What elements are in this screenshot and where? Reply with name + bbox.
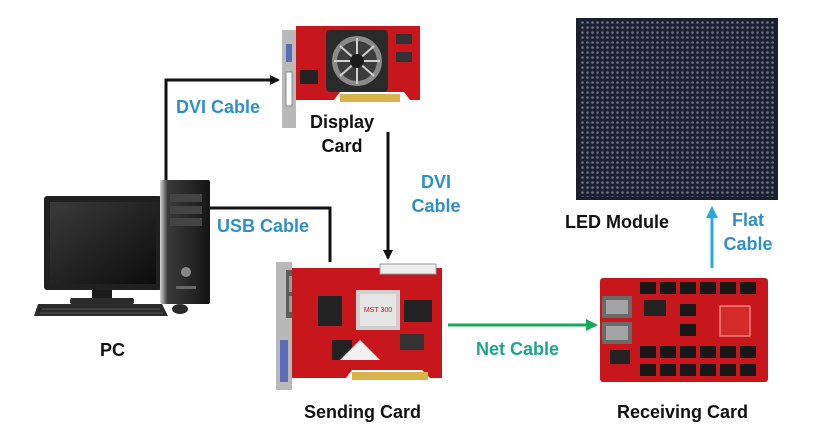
label-pc-to-display-cable: DVI Cable [176,97,261,117]
label-display-card-line2: Card [321,136,363,156]
label-display-to-sending-line1: DVI [420,172,451,192]
label-led-module: LED Module [565,212,669,232]
label-display-card: Display Card [300,110,384,158]
label-pc: PC [100,340,126,360]
sending-card-chip-text: MST 300 [364,307,392,314]
cable-pc-to-display [164,75,280,182]
label-display-to-sending-line2: Cable [411,196,461,216]
desktop-pc-icon [34,180,210,316]
graphics-card-icon [282,26,420,128]
label-receiving-to-led-line2: Cable [723,234,773,254]
receiving-card-icon [600,278,768,382]
label-receiving-to-led-cable: Flat Cable [718,208,778,256]
label-receiving-card: Receiving Card [617,402,749,422]
label-pc-to-sending-cable: USB Cable [217,216,310,236]
led-panel-icon [576,18,778,200]
label-display-to-sending-cable: DVI Cable [398,170,474,218]
cable-pc-to-sending [210,206,332,262]
label-receiving-to-led-line1: Flat [731,210,764,230]
label-display-card-line1: Display [309,112,375,132]
label-sending-to-receiving-cable: Net Cable [476,339,560,359]
sending-card-icon: MST 300 [276,262,442,390]
label-sending-card: Sending Card [304,402,422,422]
